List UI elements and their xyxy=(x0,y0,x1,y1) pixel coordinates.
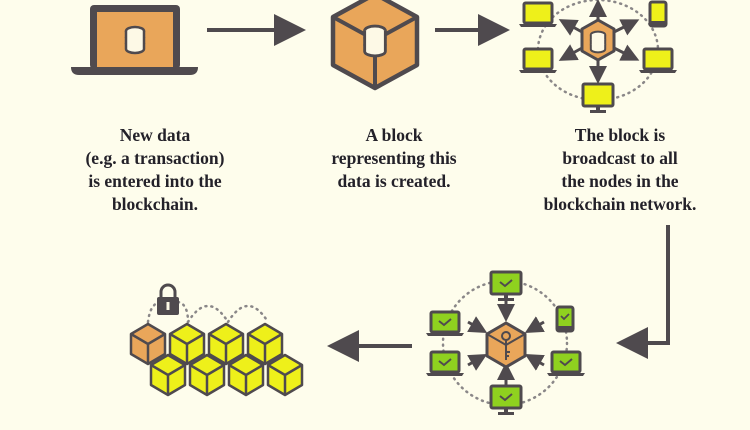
caption-line: data is created. xyxy=(337,171,451,191)
padlock-icon xyxy=(157,283,179,315)
caption-line: A block xyxy=(365,125,423,145)
caption-line: The block is xyxy=(574,125,666,145)
caption-line: is entered into the xyxy=(88,171,222,191)
phone-icon xyxy=(648,0,668,28)
key-icon xyxy=(501,331,511,360)
locked-chain-icon xyxy=(129,283,304,397)
caption-line: blockchain. xyxy=(111,194,199,214)
step3-caption: The block is broadcast to all the nodes … xyxy=(510,124,730,216)
phone-check-icon xyxy=(555,305,575,333)
broadcast-network-icon xyxy=(517,0,679,113)
step1-caption: New data (e.g. a transaction) is entered… xyxy=(45,124,265,216)
caption-line: broadcast to all xyxy=(562,148,678,168)
caption-line: New data xyxy=(119,125,191,145)
validation-network-icon xyxy=(424,270,587,417)
caption-line: the nodes in the xyxy=(561,171,679,191)
latest-block xyxy=(129,322,167,366)
caption-line: representing this xyxy=(331,148,457,168)
arrow-step3-to-step4 xyxy=(616,225,670,359)
laptop-database-icon xyxy=(71,5,198,75)
block-database-icon xyxy=(330,0,420,91)
step2-caption: A block representing this data is create… xyxy=(284,124,504,193)
caption-line: (e.g. a transaction) xyxy=(85,148,225,168)
caption-line: blockchain network. xyxy=(543,194,697,214)
